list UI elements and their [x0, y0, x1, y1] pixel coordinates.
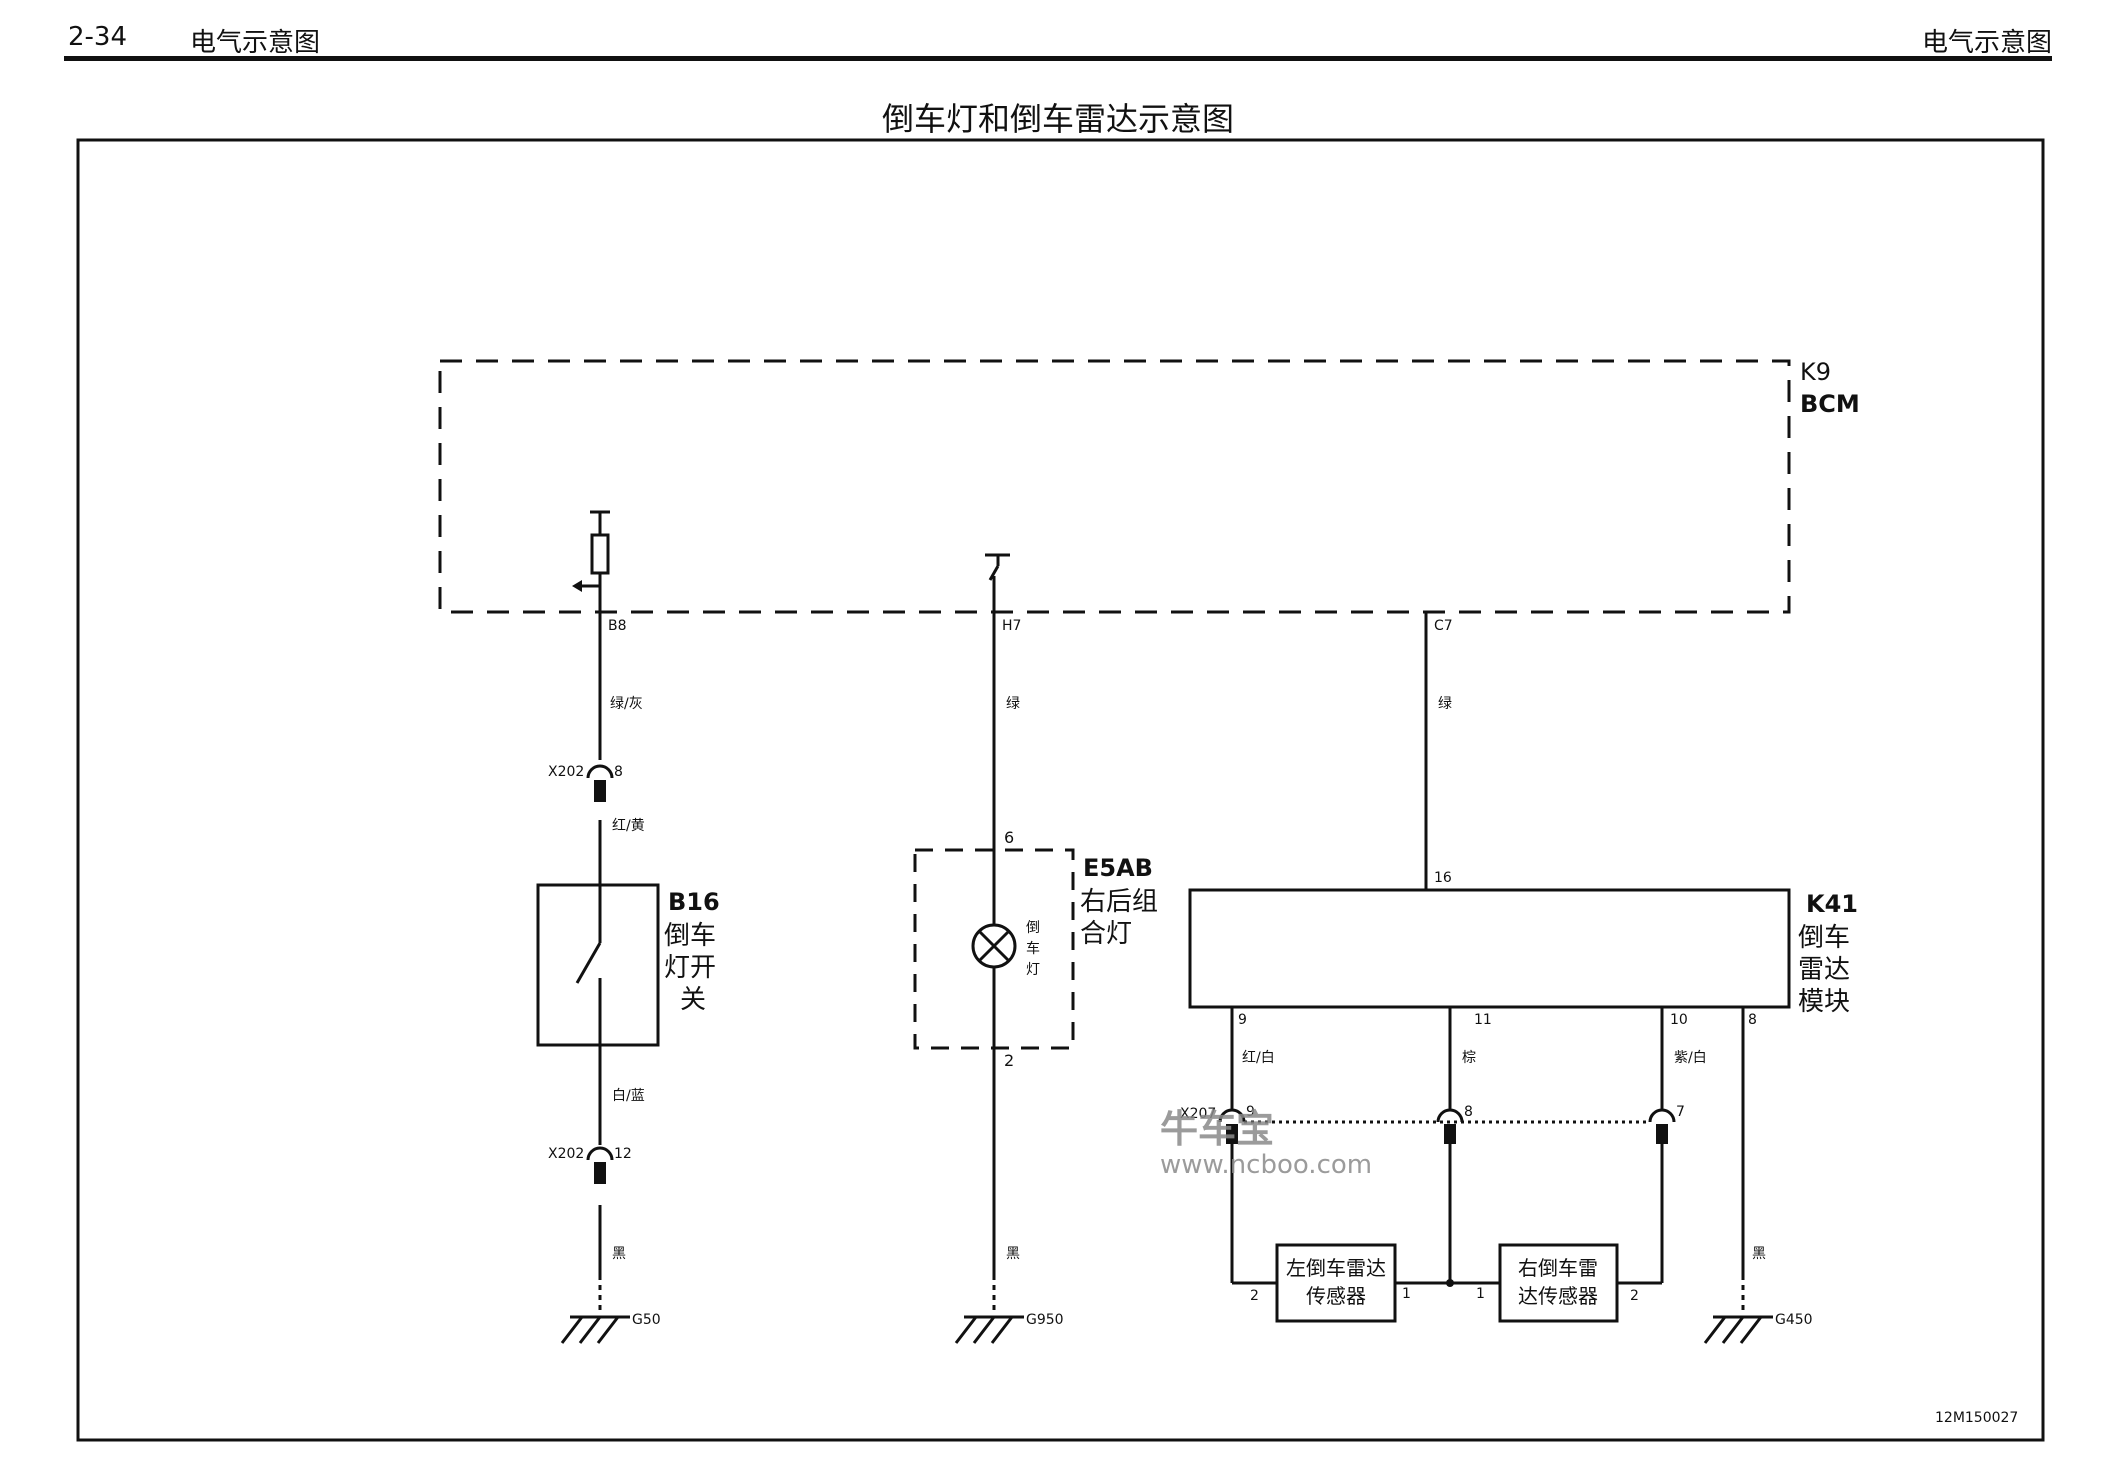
b16-id: B16: [668, 888, 720, 916]
x207-connector-8: [1436, 1108, 1464, 1144]
wire-color-black-1: 黑: [612, 1246, 626, 1262]
right-sensor-box: [1498, 1243, 1619, 1323]
e5ab-id: E5AB: [1083, 854, 1153, 882]
splice-junction: [1446, 1279, 1454, 1287]
left-sensor-name-2: 传感器: [1306, 1284, 1366, 1308]
left-sensor-pin-1: 1: [1402, 1286, 1411, 1302]
x207-connector-7: [1648, 1108, 1676, 1144]
ground-icon-g50: [560, 1315, 630, 1344]
x202-pin-12: 12: [614, 1146, 632, 1162]
right-sensor-pin-1: 1: [1476, 1286, 1485, 1302]
right-sensor-pin-2: 2: [1630, 1288, 1639, 1304]
e5ab-name-1: 右后组: [1080, 887, 1158, 917]
b16-switch-box: [536, 883, 660, 1047]
x202-label-1: X202: [548, 764, 584, 780]
x202-label-2: X202: [548, 1146, 584, 1162]
lamp-label-3: 灯: [1026, 962, 1040, 978]
ground-g50: G50: [632, 1312, 661, 1328]
wire-color-red-white: 红/白: [1242, 1050, 1275, 1066]
left-sensor-pin-2: 2: [1250, 1288, 1259, 1304]
left-sensor-box: [1275, 1243, 1397, 1323]
k41-module-box: [1188, 888, 1791, 1009]
k41-pin-16: 16: [1434, 870, 1452, 886]
switch-icon: [575, 885, 602, 1045]
x202-pin-8: 8: [614, 764, 623, 780]
ground-g950: G950: [1026, 1312, 1064, 1328]
x207-connector-9: [1218, 1108, 1246, 1144]
lamp-label-1: 倒: [1026, 920, 1040, 936]
wire-color-red-yellow: 红/黄: [612, 817, 645, 834]
b16-name-2: 灯开: [664, 953, 716, 983]
wire-color-purple-white: 紫/白: [1674, 1050, 1707, 1066]
k9-bcm-box: [438, 359, 1791, 614]
section-title-left: 电气示意图: [190, 28, 321, 58]
k41-name-1: 倒车: [1798, 923, 1850, 953]
watermark-url: www.ncboo.com: [1160, 1150, 1373, 1180]
ground-icon-g450: [1703, 1315, 1773, 1344]
wire-color-black-2: 黑: [1006, 1246, 1020, 1262]
x207-pin-9: 9: [1246, 1104, 1255, 1120]
driver-switch-icon: [985, 553, 1010, 612]
fuse-icon: [572, 510, 610, 612]
pin-b8: B8: [608, 618, 627, 634]
left-sensor-name-1: 左倒车雷达: [1286, 1256, 1386, 1280]
x207-pin-8: 8: [1464, 1104, 1473, 1120]
k9-id: K9: [1800, 358, 1831, 386]
x202-connector-8: [586, 764, 614, 802]
wire-color-green-grey: 绿/灰: [610, 696, 643, 712]
e5ab-pin-6: 6: [1004, 828, 1014, 847]
watermark-logo: 牛车宝: [1160, 1107, 1275, 1151]
x207-pin-7: 7: [1676, 1104, 1685, 1120]
wire-color-brown: 棕: [1462, 1050, 1476, 1066]
section-title-right: 电气示意图: [1921, 28, 2052, 58]
e5ab-lamp-box: [913, 848, 1075, 1050]
k41-output-wires: [1230, 1007, 1745, 1285]
pin-c7: C7: [1434, 618, 1453, 634]
page-number: 2-34: [68, 22, 128, 52]
e5ab-pin-2: 2: [1004, 1051, 1014, 1070]
wire-color-green-h7: 绿: [1006, 696, 1020, 712]
x202-connector-12: [586, 1146, 614, 1184]
right-sensor-name-1: 右倒车雷: [1518, 1256, 1598, 1280]
ground-icon-g950: [954, 1315, 1024, 1344]
k41-pin-11: 11: [1474, 1012, 1492, 1028]
k41-pin-9: 9: [1238, 1012, 1247, 1028]
wire-color-white-blue: 白/蓝: [612, 1088, 645, 1104]
e5ab-name-2: 合灯: [1080, 919, 1132, 949]
diagram-title: 倒车灯和倒车雷达示意图: [881, 100, 1234, 138]
wire-color-black-3: 黑: [1752, 1246, 1766, 1262]
wire-color-green-c7: 绿: [1438, 696, 1452, 712]
figure-code: 12M150027: [1935, 1410, 2018, 1426]
k41-id: K41: [1806, 890, 1858, 918]
k41-name-2: 雷达: [1798, 955, 1850, 985]
b16-name-3: 关: [680, 985, 706, 1015]
ground-g450: G450: [1775, 1312, 1813, 1328]
k41-pin-8: 8: [1748, 1012, 1757, 1028]
right-sensor-name-2: 达传感器: [1518, 1284, 1598, 1308]
diagram-frame: [76, 138, 2045, 1442]
b16-name-1: 倒车: [664, 921, 716, 951]
pin-h7: H7: [1002, 618, 1021, 634]
lamp-icon: [971, 923, 1017, 969]
x207-label: X207: [1180, 1106, 1216, 1122]
k41-name-3: 模块: [1798, 987, 1850, 1017]
k9-name: BCM: [1800, 390, 1860, 418]
lamp-label-2: 车: [1026, 940, 1040, 957]
header-rule: [64, 56, 2052, 61]
k41-pin-10: 10: [1670, 1012, 1688, 1028]
